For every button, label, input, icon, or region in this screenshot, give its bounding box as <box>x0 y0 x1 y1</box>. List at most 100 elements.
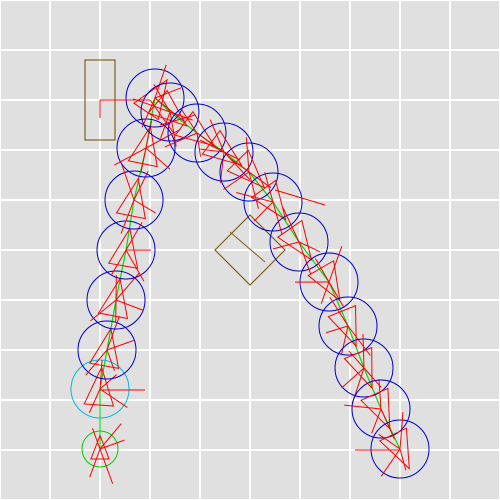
sensor-ray <box>160 111 171 139</box>
sensor-ray <box>169 111 193 121</box>
sensor-ray <box>133 171 149 201</box>
sensor-ray <box>362 333 365 369</box>
sensor-ray <box>99 423 122 450</box>
sensor-ray <box>223 151 251 181</box>
pose-circle <box>334 338 394 398</box>
pose-circle <box>140 82 200 142</box>
sensor-ray <box>154 97 186 123</box>
sensor-ray <box>154 64 167 99</box>
robot-pose <box>294 246 359 312</box>
sensor-ray <box>153 84 171 113</box>
sensor-ray <box>106 339 135 351</box>
sensor-ray <box>110 249 127 276</box>
robot-triangle <box>88 327 120 370</box>
sensor-ray <box>380 448 401 477</box>
pose-circle <box>86 270 146 330</box>
robot-pose <box>334 333 394 404</box>
sensor-ray <box>145 129 181 149</box>
pose-circle <box>70 359 130 419</box>
trajectory-segment <box>274 189 326 206</box>
robot-triangle <box>226 149 266 189</box>
robot-pose <box>269 207 329 275</box>
robot-triangle <box>378 427 410 470</box>
sensor-ray <box>272 241 300 250</box>
goal-circle <box>370 419 430 479</box>
sensor-ray <box>378 433 401 450</box>
sensor-ray <box>328 281 345 309</box>
sensor-ray <box>380 408 395 440</box>
robot-pose <box>125 64 186 128</box>
pose-circle <box>318 296 378 356</box>
sensor-ray <box>264 171 274 203</box>
robot-triangle <box>107 227 139 270</box>
robot-poses-layer <box>70 64 430 484</box>
robot-pose <box>236 171 303 235</box>
sensor-ray <box>120 162 135 201</box>
pose-circle <box>219 142 279 202</box>
sensor-ray <box>236 192 274 203</box>
sensor-ray <box>169 111 177 147</box>
sensor-ray <box>140 147 147 173</box>
robot-pose <box>219 137 279 209</box>
obstacle-diamond <box>214 214 286 286</box>
sensor-ray <box>133 98 171 113</box>
sensor-ray <box>145 147 171 170</box>
sensor-ray <box>106 349 115 371</box>
sensor-ray <box>209 119 225 153</box>
sensor-ray <box>92 428 101 450</box>
robot-triangle <box>360 387 391 431</box>
sensor-ray <box>272 201 283 235</box>
robot-pose <box>81 423 125 484</box>
pose-circle <box>351 379 411 439</box>
sensor-ray <box>120 199 135 234</box>
pose-circle <box>194 122 254 182</box>
sensor-ray <box>325 325 349 334</box>
robot-triangle <box>97 277 129 320</box>
sensor-ray <box>229 157 250 173</box>
pose-circle <box>269 212 329 272</box>
sensor-ray <box>378 379 382 410</box>
sensor-ray <box>88 388 101 413</box>
sensor-ray <box>363 367 382 388</box>
robot-pose <box>77 316 137 380</box>
sensor-ray <box>320 281 330 304</box>
robot-pose <box>318 296 378 356</box>
sensor-ray <box>248 171 272 189</box>
trajectory-segment <box>199 139 241 161</box>
robot-pose <box>370 412 430 479</box>
robot-triangle <box>276 219 313 261</box>
sensor-ray <box>90 299 117 322</box>
sensor-ray <box>125 249 145 282</box>
sensor-ray <box>99 439 125 450</box>
sensor-ray <box>344 404 382 410</box>
sensor-ray <box>125 222 143 251</box>
sensor-ray <box>133 199 156 214</box>
sensor-ray <box>347 325 371 356</box>
sensor-ray <box>99 448 114 484</box>
sensor-ray <box>115 299 144 311</box>
sensor-ray <box>223 171 250 190</box>
sensor-ray <box>248 171 259 209</box>
pose-circle <box>104 170 164 230</box>
sensor-ray <box>341 367 365 389</box>
sensor-ray <box>371 408 382 434</box>
sensor-ray <box>282 207 300 243</box>
sensor-ray <box>164 132 198 148</box>
robot-triangle <box>83 365 115 407</box>
robot-triangle <box>250 179 287 221</box>
pose-circle <box>125 68 185 128</box>
robot-pose <box>70 359 130 419</box>
sensor-ray <box>145 120 153 149</box>
sensor-ray <box>329 296 349 327</box>
sensor-ray <box>348 350 365 369</box>
robot-triangle <box>174 110 216 147</box>
sensor-ray <box>89 448 101 478</box>
sensor-ray <box>314 258 330 283</box>
robot-triangle <box>327 304 357 348</box>
sensor-ray <box>245 137 250 173</box>
trajectory-segment <box>149 99 176 136</box>
sensor-ray <box>399 412 404 450</box>
